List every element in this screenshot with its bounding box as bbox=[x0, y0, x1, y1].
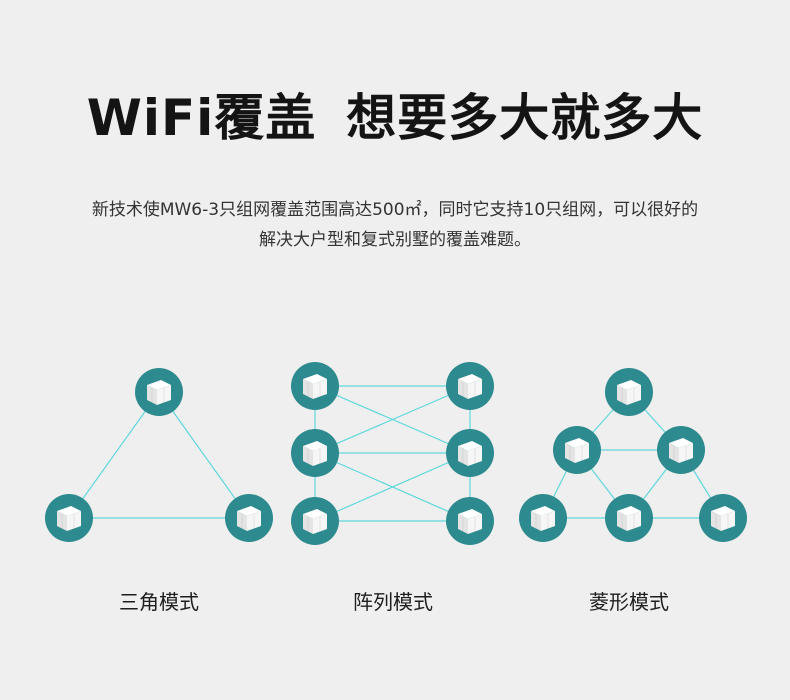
diamond-mode-label: 菱形模式 bbox=[589, 590, 669, 614]
diamond-topology bbox=[518, 367, 748, 543]
router-node-icon bbox=[604, 493, 654, 543]
topology-diagrams bbox=[44, 361, 748, 546]
router-node-icon bbox=[224, 493, 274, 543]
router-node-icon bbox=[604, 367, 654, 417]
description-line-1: 新技术使MW6-3只组网覆盖范围高达500㎡，同时它支持10只组网，可以很好的 bbox=[91, 200, 699, 220]
router-node-icon bbox=[656, 425, 706, 475]
title-part-1: WiFi覆盖 bbox=[86, 89, 317, 147]
page-title: WiFi覆盖想要多大就多大 bbox=[0, 78, 790, 150]
array-mode-label: 阵列模式 bbox=[353, 590, 433, 614]
router-node-icon bbox=[290, 361, 340, 411]
router-node-icon bbox=[290, 496, 340, 546]
router-node-icon bbox=[698, 493, 748, 543]
router-node-icon bbox=[44, 493, 94, 543]
router-node-icon bbox=[518, 493, 568, 543]
router-node-icon bbox=[552, 425, 602, 475]
router-node-icon bbox=[290, 428, 340, 478]
triangle-mode-label: 三角模式 bbox=[119, 590, 199, 614]
router-node-icon bbox=[134, 367, 184, 417]
router-node-icon bbox=[445, 428, 495, 478]
description: 新技术使MW6-3只组网覆盖范围高达500㎡，同时它支持10只组网，可以很好的 … bbox=[40, 195, 750, 255]
triangle-topology bbox=[44, 367, 274, 543]
router-node-icon bbox=[445, 496, 495, 546]
router-node-icon bbox=[445, 361, 495, 411]
title-part-2: 想要多大就多大 bbox=[346, 89, 704, 147]
description-line-2: 解决大户型和复式别墅的覆盖难题。 bbox=[259, 230, 531, 250]
array-topology bbox=[290, 361, 495, 546]
